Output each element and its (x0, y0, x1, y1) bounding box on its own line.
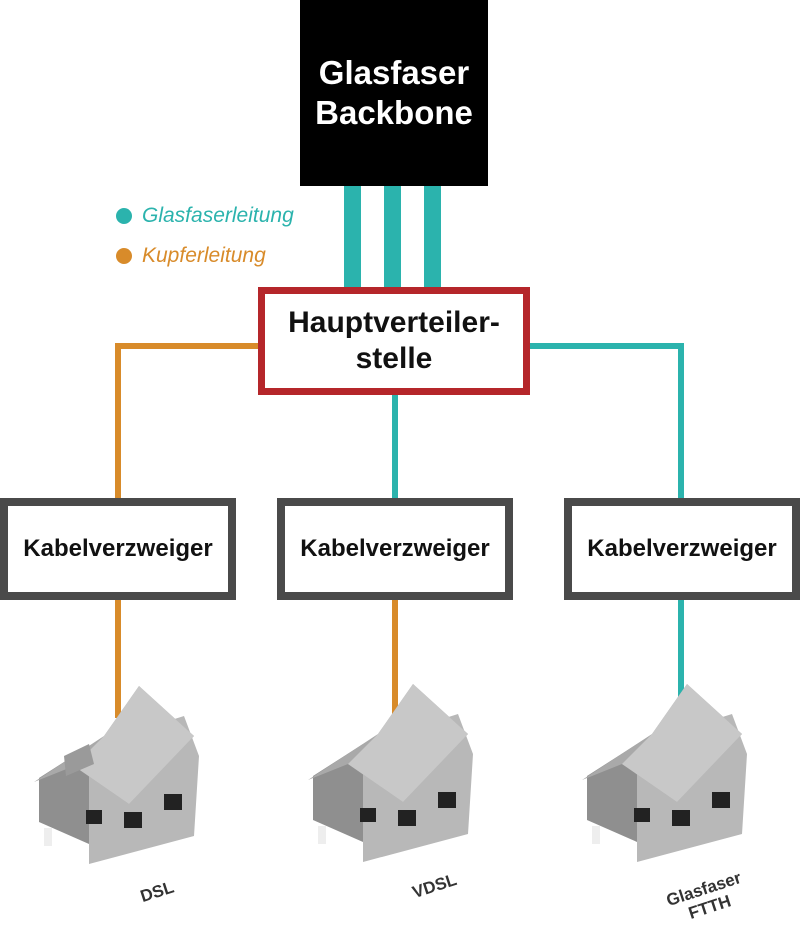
legend-fiber: Glasfaserleitung (116, 204, 294, 228)
copper-line-hvt-kvz1 (115, 343, 258, 498)
legend-fiber-label: Glasfaserleitung (142, 204, 294, 227)
backbone-fiber-1 (344, 186, 361, 287)
house-icon (582, 684, 747, 862)
backbone-fiber-2 (384, 186, 401, 287)
kvz-label: Kabelverzweiger (587, 535, 777, 562)
backbone-box: Glasfaser Backbone (300, 0, 488, 186)
hvt-label-line2: stelle (355, 342, 433, 375)
copper-dot-icon (116, 248, 132, 265)
cable-distributor-box-3: Kabelverzweiger (564, 498, 800, 600)
backbone-label-line2: Backbone (315, 94, 473, 131)
backbone-label-line1: Glasfaser (318, 54, 470, 91)
backbone-fiber-3 (424, 186, 441, 287)
fiber-dot-icon (116, 208, 132, 225)
house-icon (34, 686, 199, 864)
hvt-label-line1: Hauptverteiler- (288, 306, 500, 339)
kvz-label: Kabelverzweiger (300, 535, 490, 562)
cable-distributor-box-2: Kabelverzweiger (277, 498, 513, 600)
legend-copper-label: Kupferleitung (142, 244, 266, 267)
house-icon (308, 684, 473, 862)
legend-copper: Kupferleitung (116, 244, 266, 268)
fiber-line-hvt-kvz3 (530, 343, 684, 498)
kvz-label: Kabelverzweiger (23, 535, 213, 562)
cable-distributor-box-1: Kabelverzweiger (0, 498, 236, 600)
main-distribution-box: Hauptverteiler- stelle (258, 287, 530, 395)
